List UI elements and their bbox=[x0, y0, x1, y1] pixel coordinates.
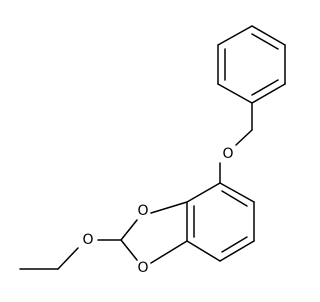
bond-dioxole-1 bbox=[150, 201, 188, 214]
bond-phenyl-4 bbox=[217, 83, 253, 104]
bond-phenyl-6 bbox=[217, 25, 253, 46]
bond-group bbox=[19, 25, 286, 270]
atom-labels: O O O O bbox=[82, 146, 233, 276]
bond-aryl-3 bbox=[219, 240, 255, 262]
atom-label-o-ring-top: O bbox=[137, 203, 148, 219]
chemical-structure: O O O O bbox=[19, 25, 286, 276]
bond-aryl-4 bbox=[186, 240, 221, 262]
atom-label-o-ethoxy: O bbox=[82, 232, 93, 248]
bond-oethyl-ch2 bbox=[57, 247, 79, 270]
bond-dioxole-4 bbox=[120, 239, 138, 261]
bond-dioxole-3 bbox=[120, 219, 138, 241]
bond-phenyl-double-2 bbox=[251, 79, 279, 96]
bond-phenyl-3 bbox=[251, 83, 286, 104]
bond-ch2-o bbox=[235, 129, 253, 146]
bond-phenyl-1 bbox=[251, 25, 286, 46]
bond-phenyl-double-1 bbox=[251, 33, 279, 50]
atom-label-o-benzyl: O bbox=[222, 146, 233, 162]
bond-aryl-double-1 bbox=[221, 190, 248, 207]
bond-aryl-6 bbox=[186, 182, 221, 203]
bond-dioxole-2 bbox=[150, 240, 188, 264]
bond-aryl-1 bbox=[219, 182, 255, 203]
atom-label-o-ring-bottom: O bbox=[137, 260, 148, 276]
bond-aryl-double-2 bbox=[221, 236, 248, 253]
